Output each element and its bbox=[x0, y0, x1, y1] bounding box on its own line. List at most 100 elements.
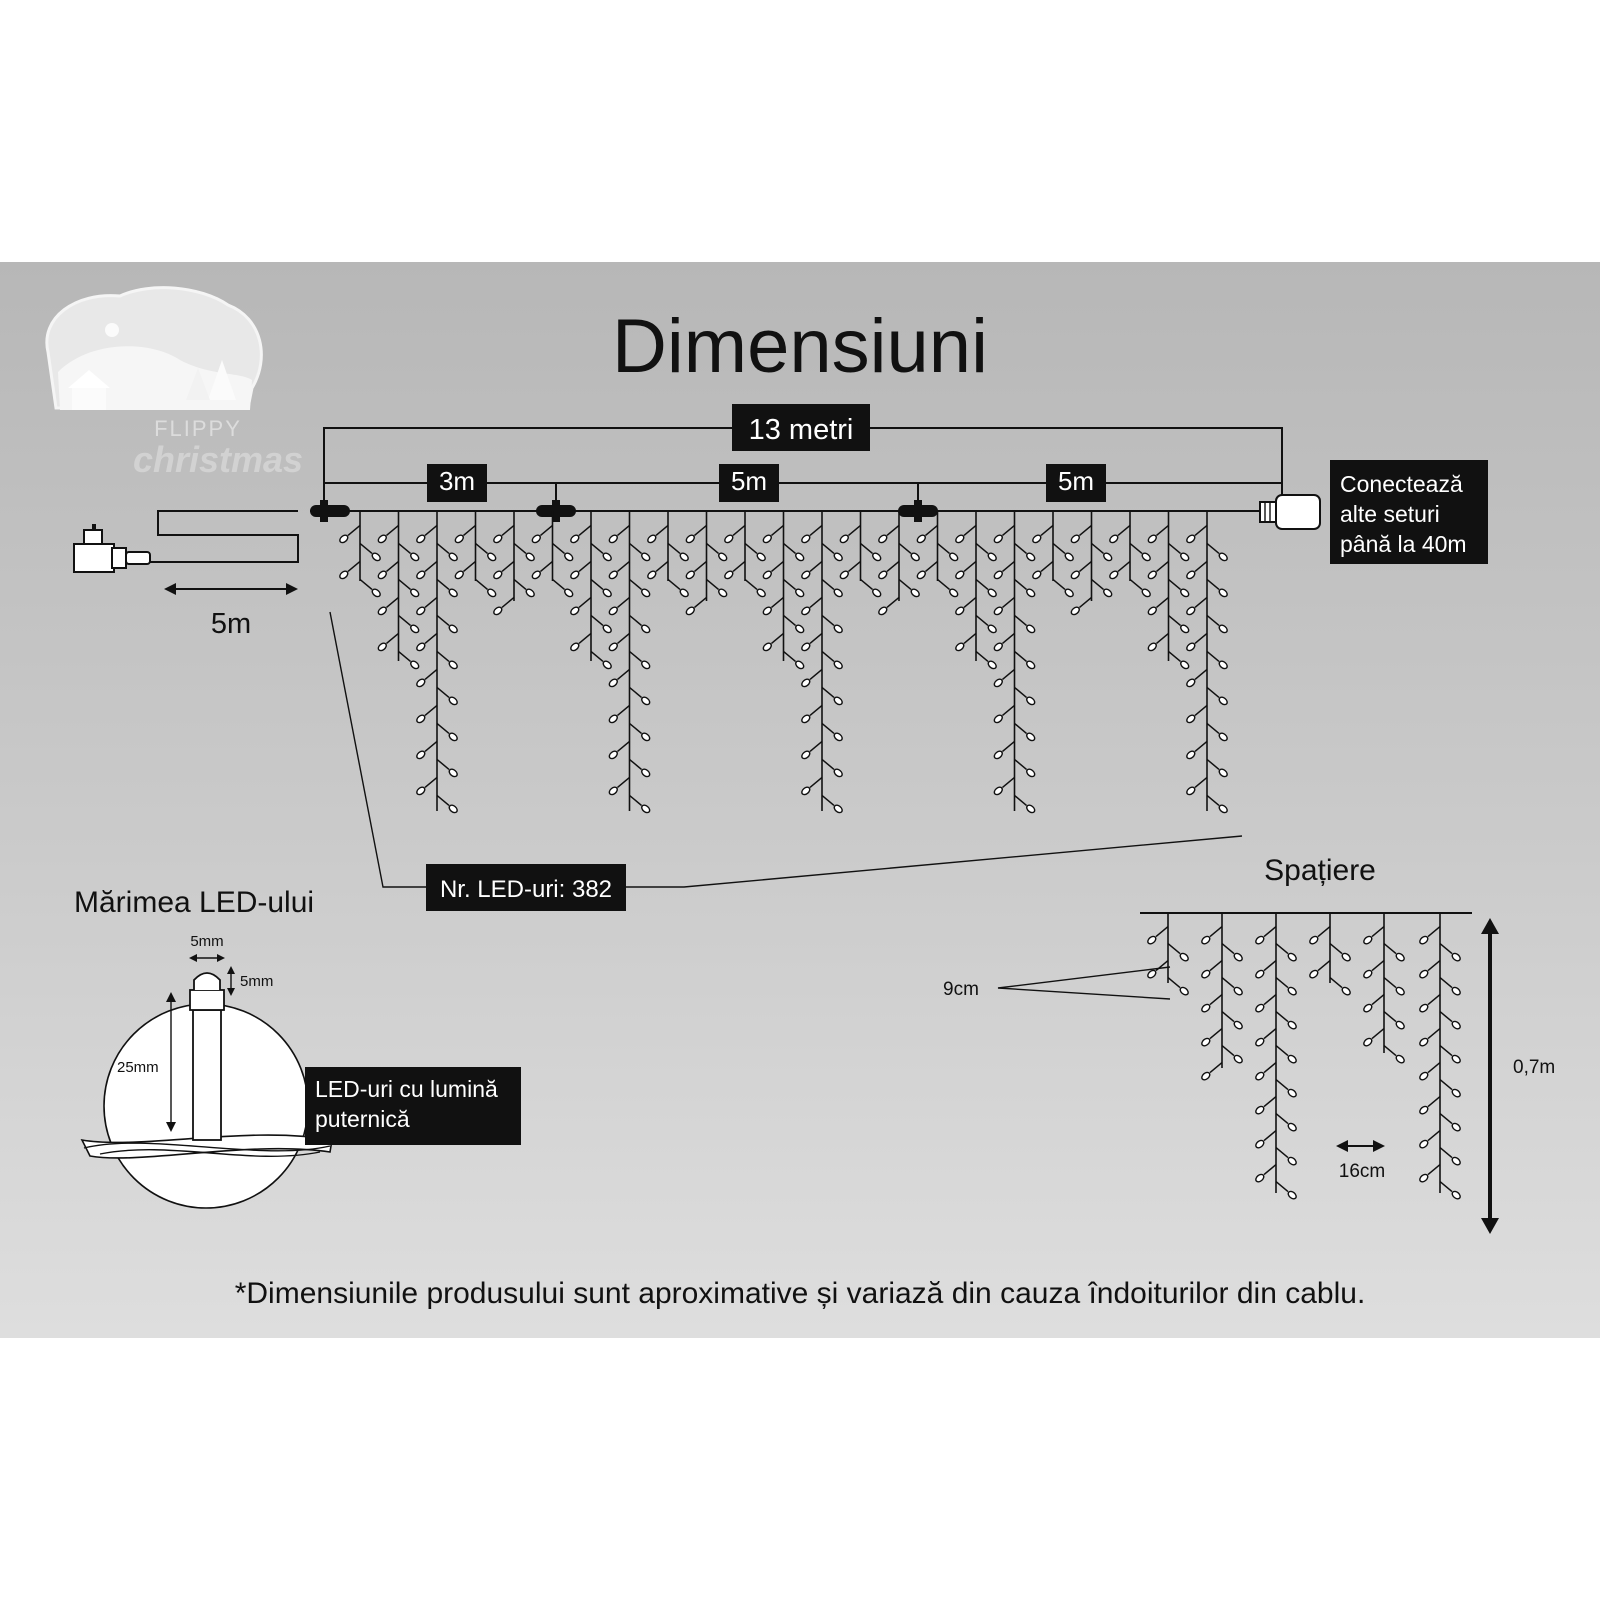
led-bulb bbox=[608, 524, 630, 544]
led-bulb bbox=[416, 740, 438, 760]
led-bulb bbox=[590, 614, 612, 634]
led-bulb bbox=[1255, 960, 1277, 979]
led-bulb bbox=[1419, 1062, 1441, 1081]
led-bulb bbox=[1167, 977, 1189, 996]
led-bulb bbox=[608, 704, 630, 724]
led-bulb bbox=[1168, 614, 1190, 634]
led-bulb bbox=[975, 542, 997, 562]
icicle-strand bbox=[531, 511, 574, 598]
led-bulb bbox=[608, 560, 630, 580]
lead-cable-label: 5m bbox=[211, 608, 251, 640]
led-bulb bbox=[1070, 596, 1092, 616]
led-bulb bbox=[493, 560, 515, 580]
led-bulb bbox=[1206, 578, 1228, 598]
led-bulb bbox=[975, 578, 997, 598]
led-bulb bbox=[1206, 686, 1228, 706]
led-bulb bbox=[359, 542, 381, 562]
led-bulb bbox=[552, 578, 574, 598]
led-bulb bbox=[975, 650, 997, 670]
led-bulb bbox=[629, 758, 651, 778]
led-bulb bbox=[955, 524, 977, 544]
led-bulb bbox=[685, 560, 707, 580]
icicle-strand bbox=[377, 511, 420, 670]
led-bulb bbox=[1309, 960, 1331, 979]
led-bulb bbox=[860, 542, 882, 562]
led-bulb bbox=[744, 542, 766, 562]
led-bulb bbox=[1147, 596, 1169, 616]
led-bulb bbox=[1255, 1096, 1277, 1115]
led-bulb bbox=[762, 560, 784, 580]
led-bulb bbox=[1363, 994, 1385, 1013]
led-bulb bbox=[1419, 1130, 1441, 1149]
led-bulb bbox=[1383, 977, 1405, 996]
led-bulb bbox=[436, 578, 458, 598]
led-bulb bbox=[821, 578, 843, 598]
led-bulb bbox=[955, 596, 977, 616]
led-bulb bbox=[398, 650, 420, 670]
led-bulb bbox=[1275, 1147, 1297, 1166]
connector-2 bbox=[536, 500, 576, 522]
led-bulb bbox=[975, 614, 997, 634]
led-bulb bbox=[1439, 1045, 1461, 1064]
led-bulb bbox=[416, 524, 438, 544]
led-bulb bbox=[377, 560, 399, 580]
led-bulb bbox=[898, 542, 920, 562]
led-bulb bbox=[1255, 1164, 1277, 1183]
led-bulb bbox=[1014, 758, 1036, 778]
led-bulb bbox=[1206, 722, 1228, 742]
connector-3 bbox=[898, 500, 938, 522]
led-bulb bbox=[937, 542, 959, 562]
led-bulb bbox=[1255, 1130, 1277, 1149]
led-bulb bbox=[783, 614, 805, 634]
icicle-strand bbox=[493, 511, 535, 616]
led-bulb bbox=[993, 776, 1015, 796]
led-bulb bbox=[436, 758, 458, 778]
led-bulb bbox=[1091, 542, 1113, 562]
led-bulb bbox=[783, 650, 805, 670]
led-bulb bbox=[493, 524, 515, 544]
led-bulb bbox=[475, 578, 497, 598]
led-bulb bbox=[1419, 960, 1441, 979]
icicle-strand bbox=[839, 511, 882, 598]
led-bulb bbox=[1221, 943, 1243, 962]
led-bulb bbox=[821, 614, 843, 634]
led-bulb bbox=[1014, 650, 1036, 670]
logo-text-top: FLIPPY bbox=[154, 416, 242, 441]
led-bulb bbox=[955, 632, 977, 652]
spacing-drops bbox=[1147, 913, 1461, 1200]
led-bulb bbox=[1032, 560, 1054, 580]
led-bulb bbox=[1206, 758, 1228, 778]
led-bulb bbox=[724, 560, 746, 580]
led-bulb bbox=[993, 668, 1015, 688]
led-bulb bbox=[1070, 524, 1092, 544]
led-bulb bbox=[416, 704, 438, 724]
led-bulb bbox=[667, 542, 689, 562]
led-bulb bbox=[1419, 1028, 1441, 1047]
led-bulb bbox=[955, 560, 977, 580]
led-bulb bbox=[801, 524, 823, 544]
led-bulb bbox=[1206, 614, 1228, 634]
led-bulb bbox=[416, 776, 438, 796]
led-bulb bbox=[1439, 1147, 1461, 1166]
led-bulb bbox=[1275, 977, 1297, 996]
segment-2-label: 5m bbox=[731, 466, 767, 496]
total-length-label: 13 metri bbox=[749, 414, 854, 446]
led-bulb bbox=[783, 578, 805, 598]
spacing-heading: Spațiere bbox=[1264, 854, 1376, 887]
led-bulb bbox=[1383, 1011, 1405, 1030]
led-bulb bbox=[801, 596, 823, 616]
icicle-strand bbox=[878, 511, 920, 616]
segment-brackets: 3m 5m 5m bbox=[323, 464, 1283, 508]
icicle-strand bbox=[647, 511, 689, 598]
led-bulb bbox=[839, 560, 861, 580]
led-bulb bbox=[590, 542, 612, 562]
led-bulb bbox=[629, 614, 651, 634]
icicle-strand bbox=[762, 511, 805, 670]
led-count-callout: Nr. LED-uri: 382 bbox=[329, 611, 1243, 911]
led-bulb bbox=[647, 524, 669, 544]
led-count-label: Nr. LED-uri: 382 bbox=[440, 876, 612, 903]
led-bulb bbox=[1419, 926, 1441, 945]
led-bulb bbox=[436, 542, 458, 562]
led-bulb bbox=[1186, 740, 1208, 760]
led-bulb bbox=[1186, 776, 1208, 796]
